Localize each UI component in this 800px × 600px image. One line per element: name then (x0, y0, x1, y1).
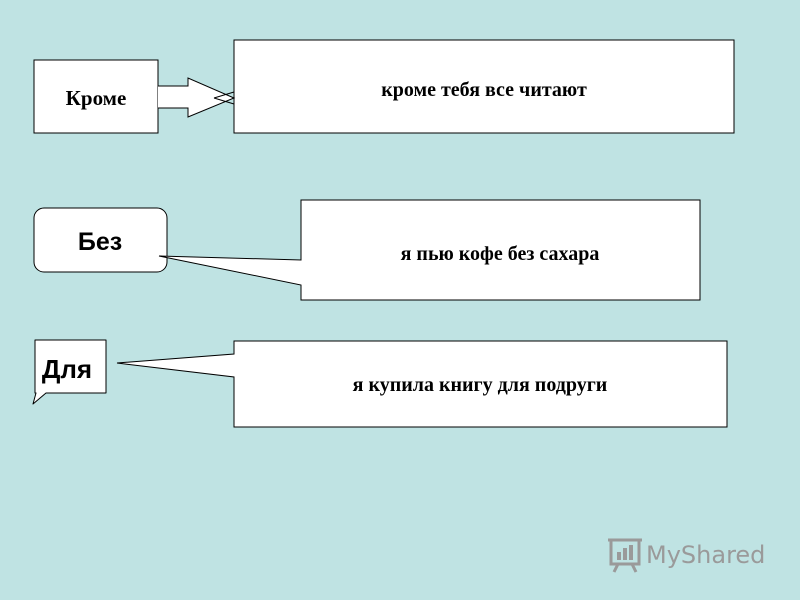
row-bez: Без я пью кофе без сахара (33, 199, 701, 301)
arrow-notch (213, 91, 235, 105)
word-box-kroме (33, 59, 159, 134)
presentation-board-icon (608, 538, 642, 573)
sentence-callout-bez (158, 199, 701, 301)
sentence-kroме: кроме тебя все читают (381, 79, 587, 101)
watermark-text: MyShared (646, 541, 765, 569)
sentence-bez: я пью кофе без сахара (401, 243, 600, 265)
sentence-box-kroме (233, 39, 735, 134)
block-arrow (158, 77, 236, 118)
watermark: MyShared (608, 538, 765, 573)
word-callout-dlya (32, 339, 107, 405)
word-dlya: Для (42, 354, 92, 384)
sentence-dlya: я купила книгу для подруги (353, 374, 608, 396)
sentence-callout-dlya (116, 340, 728, 428)
word-bez: Без (78, 228, 122, 256)
row-kroме: Кроме кроме тебя все читают (33, 39, 735, 134)
row-dlya: Для я купила книгу для подруги (32, 339, 728, 428)
word-kroме: Кроме (66, 86, 127, 110)
word-box-bez (33, 207, 168, 273)
